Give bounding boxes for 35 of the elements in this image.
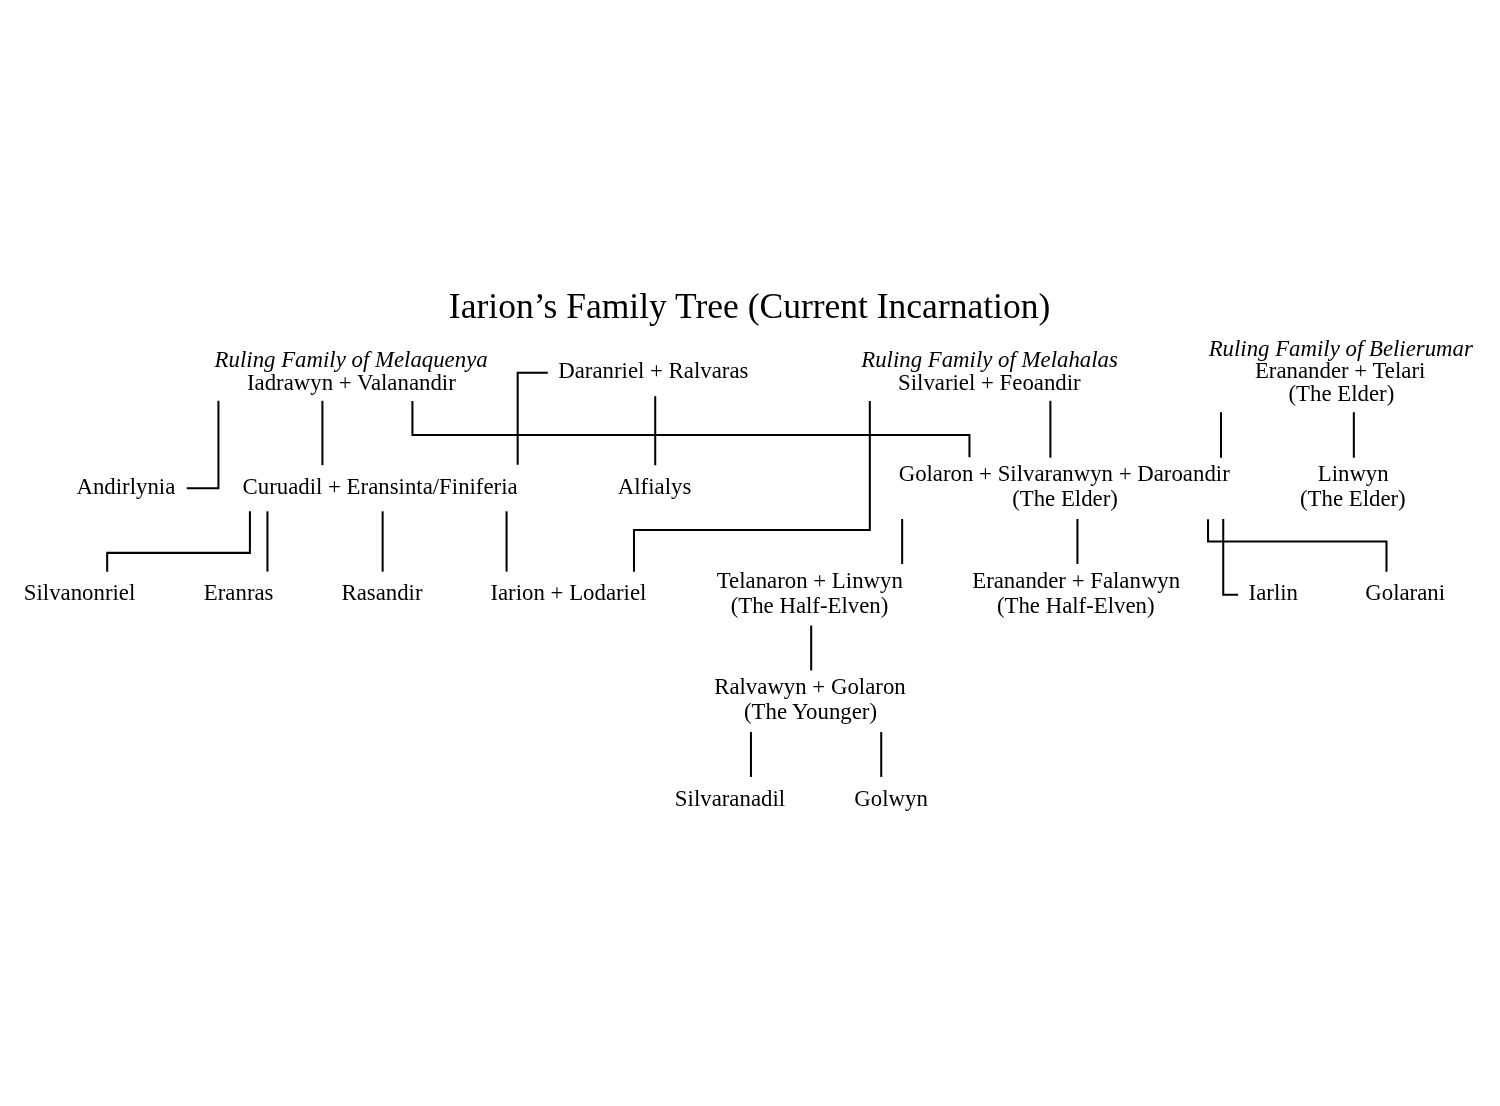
node-text: Golaron + Silvaranwyn + Daroandir (The Elder)	[898, 460, 1230, 511]
connector	[266, 510, 269, 572]
node-text: Silvanonriel	[23, 579, 136, 605]
connector	[1207, 518, 1388, 572]
diagram-title: Iarion’s Family Tree (Current Incarnation)	[448, 285, 1051, 326]
connector	[1076, 518, 1079, 564]
node-text: Daranriel + Ralvaras	[558, 357, 749, 383]
connector	[321, 400, 324, 465]
node-text: Curuadil + Eransinta/Finiferia	[242, 473, 518, 499]
node-text: Ralvawyn + Golaron (The Younger)	[714, 673, 906, 724]
node-text: Golwyn	[854, 785, 928, 811]
node-text: Telanaron + Linwyn (The Half-Elven)	[716, 567, 903, 618]
connector	[901, 518, 904, 564]
connector	[381, 510, 384, 572]
connector	[632, 400, 871, 572]
connector	[749, 731, 752, 777]
node-text: Eranras	[203, 579, 274, 605]
node-text: Golarani	[1365, 579, 1446, 605]
connector	[1220, 411, 1223, 458]
node-text: Silvaranadil	[674, 785, 786, 811]
connector	[654, 395, 657, 465]
node-text: Eranander + Falanwyn (The Half-Elven)	[972, 567, 1181, 618]
node-text: Iarlin	[1248, 579, 1299, 605]
connector	[880, 731, 883, 777]
node-text: Alfialys	[617, 473, 692, 499]
connector	[1049, 400, 1052, 458]
connector	[516, 371, 548, 465]
connector	[1352, 411, 1355, 458]
node-text: Iarion + Lodariel	[490, 579, 647, 605]
connector	[505, 510, 508, 572]
node-text: Andirlynia	[76, 473, 176, 499]
node-text: Linwyn (The Elder)	[1299, 460, 1406, 511]
node-text: Rasandir	[341, 579, 423, 605]
connector	[186, 400, 220, 489]
connector	[810, 625, 813, 670]
